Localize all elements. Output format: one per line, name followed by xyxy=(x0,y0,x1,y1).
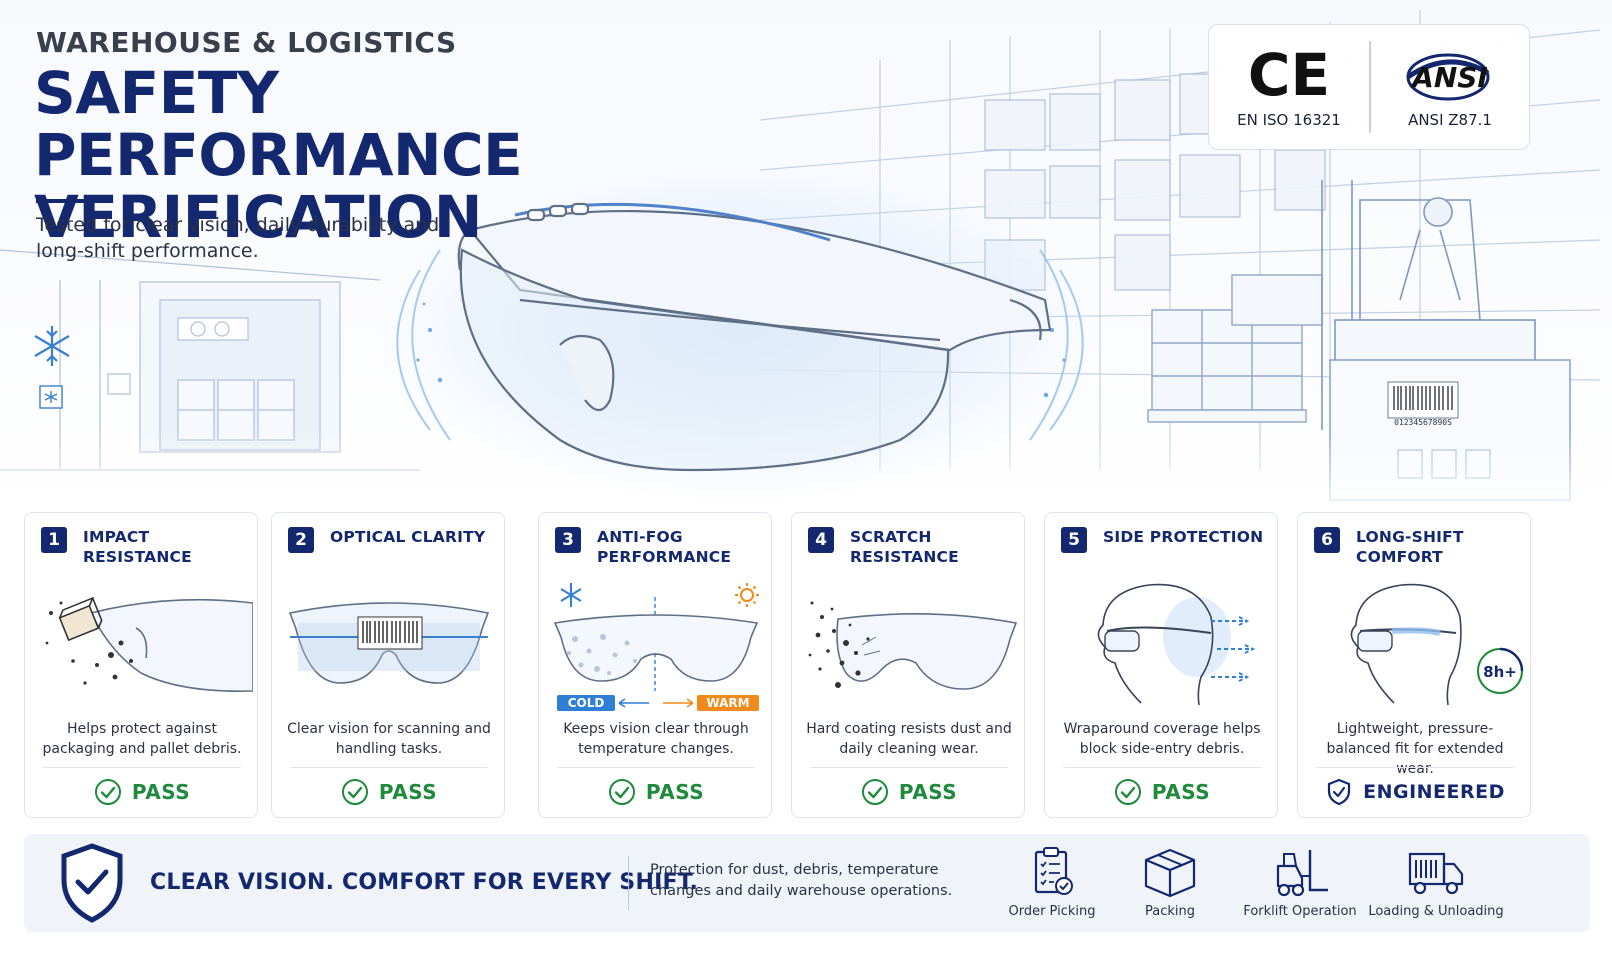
safety-glasses-hero xyxy=(457,202,1052,472)
anti-fog-illustration: COLD WARM xyxy=(553,583,759,711)
page-title: SAFETY PERFORMANCE VERIFICATION xyxy=(34,59,523,251)
title-underline xyxy=(36,199,104,203)
optical-clarity-illustration xyxy=(288,602,490,684)
ce-logo-text: CE xyxy=(1248,43,1330,109)
card-status: PASS xyxy=(792,777,1026,807)
card-title: LONG-SHIFT COMFORT xyxy=(1356,528,1464,566)
card-number: 1 xyxy=(41,527,67,553)
card-description: Lightweight, pressure-balanced fit for e… xyxy=(1326,721,1504,777)
application-order-picking: Order Picking xyxy=(982,846,1122,926)
card-status: PASS xyxy=(272,777,506,807)
impact-test-illustration xyxy=(45,596,253,692)
status-label: PASS xyxy=(645,780,705,804)
card-side-protection: 5 SIDE PROTECTION Wraparound coverage he… xyxy=(1044,512,1278,818)
card-divider xyxy=(557,767,755,768)
status-label: PASS xyxy=(131,780,191,804)
card-scratch-resistance: 4 SCRATCH RESISTANCE Hard coating resist… xyxy=(791,512,1025,818)
card-status: PASS xyxy=(539,777,773,807)
card-title: IMPACT RESISTANCE xyxy=(83,528,192,566)
card-number: 6 xyxy=(1314,527,1340,553)
check-circle-icon xyxy=(608,779,635,805)
card-status: ENGINEERED xyxy=(1298,777,1532,807)
comfort-badge: 8h+ xyxy=(1483,663,1517,681)
barcode-number: 01234567890S xyxy=(1394,418,1452,427)
card-divider xyxy=(1063,767,1261,768)
debris-block xyxy=(58,596,103,642)
card-number: 3 xyxy=(555,527,581,553)
application-loading-unloading: Loading & Unloading xyxy=(1366,846,1506,926)
cert-ce-label: EN ISO 16321 xyxy=(1237,111,1341,129)
card-number: 5 xyxy=(1061,527,1087,553)
card-description: Clear vision for scanning and handling t… xyxy=(287,721,491,757)
application-forklift-operation: Forklift Operation xyxy=(1230,846,1370,926)
card-title: SCRATCH RESISTANCE xyxy=(850,528,959,566)
card-description: Helps protect against packaging and pall… xyxy=(42,721,242,757)
snowflake-icon xyxy=(560,583,582,607)
clipboard-check-icon xyxy=(1034,847,1073,895)
card-divider xyxy=(43,767,241,768)
banner-description: Protection for dust, debris, temperature… xyxy=(650,862,953,899)
card-number: 2 xyxy=(288,527,314,553)
application-label: Forklift Operation xyxy=(1243,904,1357,919)
shield-check-icon xyxy=(1327,778,1351,806)
status-label: PASS xyxy=(898,780,958,804)
snowflake-icon xyxy=(34,326,70,366)
ansi-logo-icon: ANSI xyxy=(1406,53,1490,101)
card-long-shift-comfort: 6 LONG-SHIFT COMFORT 8h+ Lightweight, pr… xyxy=(1297,512,1531,818)
side-protection-illustration xyxy=(1097,583,1256,706)
long-shift-comfort-illustration: 8h+ xyxy=(1350,583,1524,706)
page-subtitle: Tested for clear vision, daily durabilit… xyxy=(36,214,440,262)
check-circle-icon xyxy=(1114,779,1141,805)
card-anti-fog-performance: 3 ANTI-FOG PERFORMANCE COLD xyxy=(538,512,772,818)
check-circle-icon xyxy=(861,779,888,805)
card-description: Hard coating resists dust and daily clea… xyxy=(806,721,1012,757)
card-divider xyxy=(1316,767,1514,768)
ansi-logo-text: ANSI xyxy=(1410,61,1488,94)
feature-cards: 1 IMPACT RESISTANCE Helps protect agains… xyxy=(24,512,1590,818)
scratch-test-illustration xyxy=(808,601,1018,690)
truck-icon xyxy=(1408,852,1464,895)
eyebrow-heading: WAREHOUSE & LOGISTICS xyxy=(36,26,457,59)
cert-ansi: ANSI ANSI Z87.1 xyxy=(1370,25,1530,151)
card-status: PASS xyxy=(1045,777,1279,807)
application-label: Loading & Unloading xyxy=(1368,904,1504,919)
status-label: PASS xyxy=(378,780,438,804)
card-optical-clarity: 2 OPTICAL CLARITY Clear vision for scann… xyxy=(271,512,505,818)
banner-slogan: CLEAR VISION. COMFORT FOR EVERY SHIFT. xyxy=(150,870,699,895)
card-description: Keeps vision clear through temperature c… xyxy=(563,721,749,757)
application-packing: Packing xyxy=(1100,846,1240,926)
shield-check-icon xyxy=(61,843,123,923)
application-label: Packing xyxy=(1144,904,1195,919)
hero-illustration: 01234567890S xyxy=(0,10,1612,520)
certification-panel: CE EN ISO 16321 ANSI ANSI Z87.1 xyxy=(1208,24,1530,150)
card-title: ANTI-FOG PERFORMANCE xyxy=(597,528,732,566)
card-divider xyxy=(290,767,488,768)
status-label: PASS xyxy=(1151,780,1211,804)
box-icon xyxy=(1144,848,1196,898)
cert-ansi-label: ANSI Z87.1 xyxy=(1408,111,1492,129)
forklift-icon xyxy=(1276,850,1328,897)
cert-divider xyxy=(1369,41,1371,133)
card-divider xyxy=(810,767,1008,768)
ce-mark-icon: CE xyxy=(1248,43,1330,109)
card-status: PASS xyxy=(25,777,259,807)
warm-label: WARM xyxy=(706,696,749,710)
card-description: Wraparound coverage helps block side-ent… xyxy=(1063,721,1261,757)
clock-badge-icon: 8h+ xyxy=(1477,647,1524,694)
bottom-banner: CLEAR VISION. COMFORT FOR EVERY SHIFT. P… xyxy=(24,834,1590,932)
check-circle-icon xyxy=(94,779,121,805)
cert-ce: CE EN ISO 16321 xyxy=(1209,25,1369,151)
status-label: ENGINEERED xyxy=(1363,781,1505,803)
card-number: 4 xyxy=(808,527,834,553)
sun-icon xyxy=(735,583,759,607)
application-label: Order Picking xyxy=(1008,904,1096,919)
card-title: OPTICAL CLARITY xyxy=(330,528,486,546)
card-title: SIDE PROTECTION xyxy=(1103,528,1264,546)
card-impact-resistance: 1 IMPACT RESISTANCE Helps protect agains… xyxy=(24,512,258,818)
banner-divider xyxy=(628,856,629,910)
check-circle-icon xyxy=(341,779,368,805)
cold-label: COLD xyxy=(568,696,605,710)
